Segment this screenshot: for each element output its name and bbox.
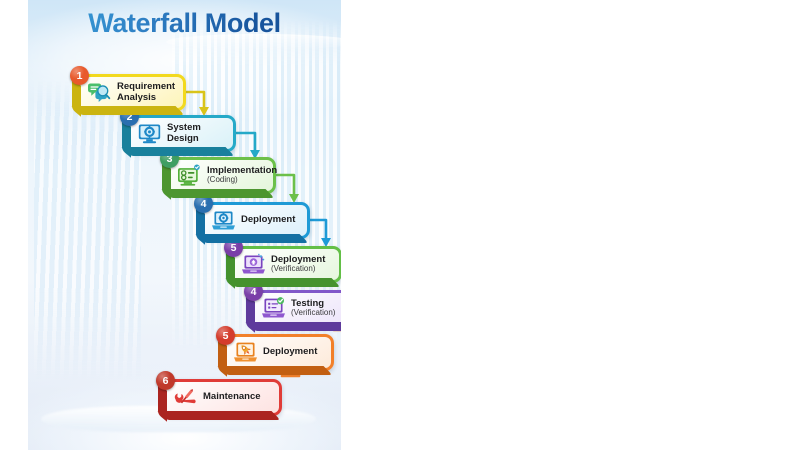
connector-4-to-5 <box>308 214 332 247</box>
step-card-5[interactable]: 5 Deployment(Verification) <box>224 238 341 283</box>
step-label: Deployment <box>241 214 296 226</box>
step-badge-1: 1 <box>70 66 89 85</box>
step-content: Testing(Verification) <box>258 293 341 324</box>
connector-1-to-2 <box>184 86 210 116</box>
step-badge-7: 5 <box>216 326 235 345</box>
step-content: Deployment <box>230 337 331 368</box>
connector-2-to-3 <box>234 127 261 159</box>
rocket-icon <box>233 341 258 364</box>
step-label-group: Maintenance <box>203 392 261 403</box>
step-label-line2: Design <box>167 132 199 144</box>
chat-search-icon <box>87 81 112 104</box>
step-sublabel: (Verification) <box>291 308 336 318</box>
step-label: Deployment <box>263 346 318 358</box>
step-badge-8: 6 <box>156 371 175 390</box>
step-label-group: Deployment(Verification) <box>271 254 325 275</box>
step-content: Maintenance <box>170 382 279 413</box>
step-sublabel: (Verification) <box>271 264 316 274</box>
step-content: Deployment <box>208 205 307 236</box>
step-card-4[interactable]: 4 Deployment <box>194 194 310 239</box>
step-card-6[interactable]: 4 Testing(Verification) <box>244 282 341 327</box>
step-content: Implementation(Coding) <box>174 160 277 191</box>
step-label-group: Deployment <box>263 347 317 358</box>
laptop-upload-icon <box>241 253 266 276</box>
step-card-7[interactable]: 5 Deployment <box>216 326 334 371</box>
page-title: Waterfall Model <box>28 8 341 39</box>
laptop-gear-icon <box>211 209 236 232</box>
monitor-code-icon <box>177 164 202 187</box>
step-card-8[interactable]: 6 Maintenance <box>156 371 282 416</box>
monitor-gear-icon <box>137 122 162 145</box>
step-label-group: Deployment <box>241 215 295 226</box>
step-label-group: Testing(Verification) <box>291 298 336 319</box>
step-label: Requirement <box>117 80 176 92</box>
step-label: System <box>167 121 201 133</box>
wrench-screwdriver-icon <box>173 386 198 409</box>
step-label-line2: Analysis <box>117 91 157 103</box>
connector-3-to-4 <box>274 169 300 203</box>
checklist-icon <box>261 297 286 320</box>
step-sublabel: (Coding) <box>207 175 238 185</box>
step-label: Maintenance <box>203 391 261 403</box>
step-label-group: Implementation(Coding) <box>207 165 277 186</box>
step-card-3[interactable]: 3 Implementation(Coding) <box>160 149 277 194</box>
step-content: Deployment(Verification) <box>238 249 339 280</box>
